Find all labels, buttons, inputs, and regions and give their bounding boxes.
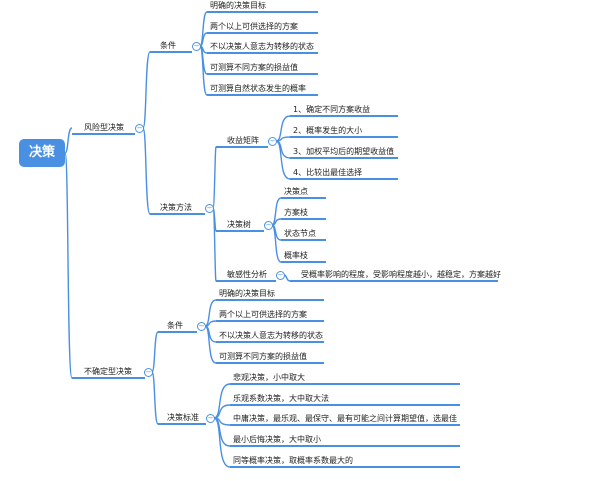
leaf-node: 中庸决策，最乐观、最保守、最有可能之间计算期望值，选最佳	[233, 414, 457, 423]
leaf-node: 明确的决策目标	[219, 289, 275, 298]
collapse-toggle-risk-conditions[interactable]: −	[192, 42, 201, 51]
leaf-node: 最小后悔决策，大中取小	[233, 435, 321, 444]
leaf-node: 两个以上可供选择的方案	[219, 310, 307, 319]
branch-risk-methods[interactable]: 决策方法	[160, 203, 192, 212]
leaf-node: 决策点	[284, 187, 308, 196]
branch-decision-criteria[interactable]: 决策标准	[167, 413, 199, 422]
branch-connector	[271, 218, 282, 226]
leaf-node: 4、比较出最佳选择	[293, 168, 363, 177]
branch-payoff-matrix[interactable]: 收益矩阵	[227, 136, 259, 145]
branch-risk-conditions[interactable]: 条件	[160, 41, 176, 50]
collapse-toggle-risk-methods[interactable]: −	[205, 204, 214, 213]
branch-connector	[64, 127, 73, 154]
leaf-node: 不以决策人意志为转移的状态	[219, 331, 323, 340]
branch-connector	[213, 383, 231, 419]
branch-connector	[151, 331, 159, 373]
leaf-node: 概率枝	[284, 251, 308, 260]
branch-connector	[204, 325, 217, 364]
collapse-toggle-criteria[interactable]: −	[206, 414, 215, 423]
leaf-node: 可测算自然状态发生的概率	[210, 84, 306, 93]
branch-connector	[212, 146, 217, 209]
leaf-node: 不以决策人意志为转移的状态	[210, 42, 314, 51]
branch-sensitivity-analysis[interactable]: 敏感性分析	[227, 270, 267, 279]
leaf-node: 同等概率决策，取概率系数最大的	[233, 456, 353, 465]
branch-decision-tree[interactable]: 决策树	[227, 220, 251, 229]
leaf-node: 状态节点	[284, 229, 316, 238]
leaf-node: 明确的决策目标	[210, 1, 266, 10]
collapse-toggle-payoff-matrix[interactable]: −	[268, 137, 277, 146]
leaf-node: 方案枝	[284, 208, 308, 217]
leaf-node: 可测算不同方案的损益值	[219, 352, 307, 361]
branch-connector	[271, 224, 282, 263]
branch-connector	[64, 152, 73, 379]
leaf-node: 1、确定不同方案收益	[293, 105, 371, 114]
branch-connector	[151, 371, 159, 425]
leaf-node: 两个以上可供选择的方案	[210, 22, 298, 31]
collapse-toggle-sensitivity[interactable]: −	[276, 271, 285, 280]
branch-risk-decision[interactable]: 风险型决策	[84, 123, 124, 132]
collapse-toggle-risk[interactable]: −	[135, 124, 144, 133]
leaf-node: 受概率影响的程度，受影响程度越小，越稳定，方案越好	[301, 270, 501, 279]
branch-connector	[213, 417, 231, 468]
leaf-node: 3、加权平均后的期望收益值	[293, 147, 395, 156]
branch-connector	[142, 51, 151, 129]
branch-uncertain-decision[interactable]: 不确定型决策	[84, 367, 132, 376]
leaf-node: 2、概率发生的大小	[293, 126, 363, 135]
collapse-toggle-decision-tree[interactable]: −	[264, 221, 273, 230]
branch-connector	[213, 417, 231, 447]
branch-connector	[142, 127, 151, 215]
leaf-node: 可测算不同方案的损益值	[210, 63, 298, 72]
root-node[interactable]: 决策	[19, 139, 65, 167]
collapse-toggle-uncertain-conditions[interactable]: −	[197, 322, 206, 331]
branch-uncertain-conditions[interactable]: 条件	[167, 321, 183, 330]
leaf-node: 悲观决策，小中取大	[233, 373, 305, 382]
leaf-node: 乐观系数决策，大中取大法	[233, 394, 329, 403]
branch-connector	[275, 140, 291, 180]
collapse-toggle-uncertain[interactable]: −	[144, 368, 153, 377]
